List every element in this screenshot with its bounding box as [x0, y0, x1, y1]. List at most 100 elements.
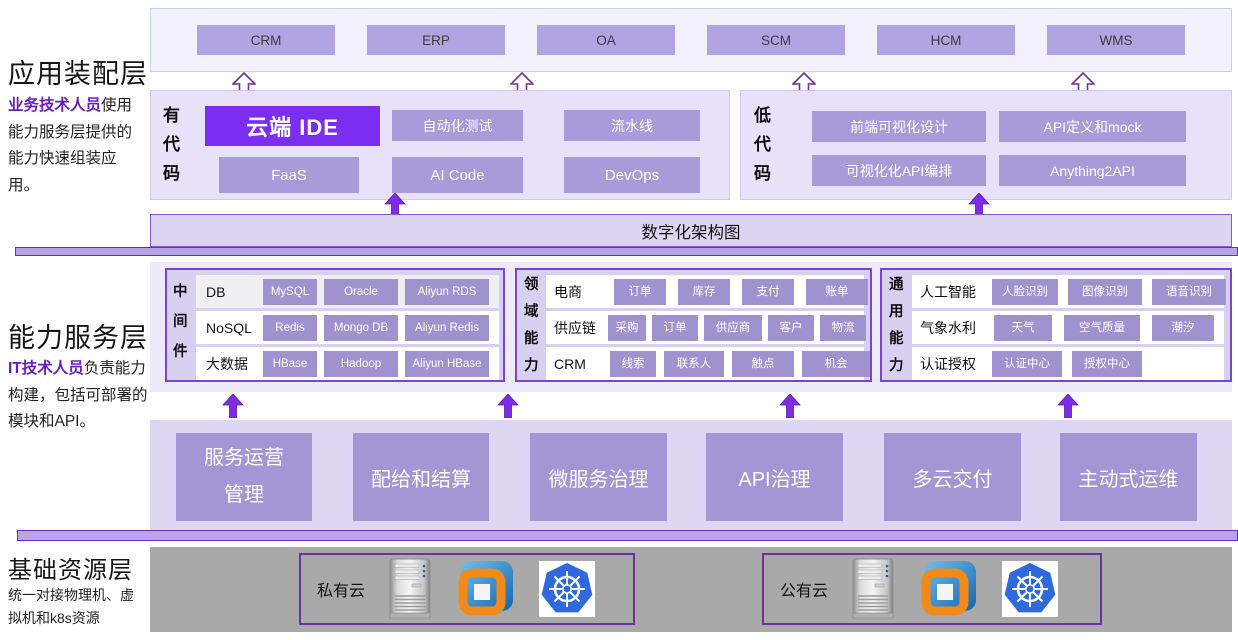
kubernetes-icon	[1002, 561, 1059, 617]
frontend-visual-design-block: 前端可视化设计	[812, 111, 986, 142]
row-label: DB	[206, 283, 226, 300]
resource-layer-title: 基础资源层	[8, 557, 133, 584]
service-ops-mgmt-block: 服务运营管理	[176, 433, 312, 521]
chip: 授权中心	[1072, 350, 1142, 377]
capability-layer-desc-rest: 负责能力构建，包括可部署的模块和API。	[8, 360, 148, 431]
layer-divider-bar	[15, 247, 1238, 256]
row-label: NoSQL	[206, 319, 252, 336]
digital-architecture-banner: 数字化架构图	[150, 214, 1232, 247]
chip: HBase	[263, 350, 317, 377]
chip: Redis	[263, 314, 317, 341]
solid-up-arrow-icon	[222, 394, 244, 418]
microservice-governance-block: 微服务治理	[530, 433, 667, 521]
service-band	[150, 420, 1232, 532]
chip: 账单	[806, 278, 868, 305]
chip: MySQL	[263, 278, 317, 305]
chip: 空气质量	[1064, 314, 1140, 341]
visual-api-orchestration-block: 可视化化API编排	[812, 155, 986, 186]
row-label: 供应链	[554, 319, 596, 336]
middleware-row-nosql: NoSQL Redis Mongo DB Aliyun Redis	[196, 311, 499, 344]
chip: Aliyun RDS	[405, 278, 489, 305]
chip: 订单	[614, 278, 666, 305]
chip: 潮汐	[1152, 314, 1214, 341]
app-block-erp: ERP	[367, 25, 505, 55]
server-icon	[852, 558, 894, 619]
multicloud-delivery-block: 多云交付	[884, 433, 1021, 521]
row-label: 电商	[554, 283, 582, 300]
kubernetes-icon	[539, 561, 596, 617]
general-capability-label: 通用能力	[889, 277, 904, 374]
app-block-oa: OA	[537, 25, 675, 55]
chip: Aliyun Redis	[405, 314, 489, 341]
ai-code-block: AI Code	[392, 157, 523, 193]
domain-row-crm: CRM 线索 联系人 触点 机会	[546, 347, 870, 380]
capability-layer-desc: IT技术人员负责能力构建，包括可部署的模块和API。	[8, 356, 148, 436]
app-block-scm: SCM	[707, 25, 845, 55]
devops-block: DevOps	[564, 157, 700, 193]
capability-layer-title: 能力服务层	[8, 323, 148, 353]
row-label: 认证授权	[920, 355, 976, 372]
chip: 物流	[820, 314, 866, 341]
chip: 人脸识别	[992, 278, 1058, 305]
private-cloud-box: 私有云	[299, 553, 635, 625]
domain-row-supplychain: 供应链 采购 订单 供应商 客户 物流	[546, 311, 866, 344]
general-row-auth: 认证授权 认证中心 授权中心	[912, 347, 1224, 380]
server-icon	[389, 558, 431, 619]
general-row-weather: 气象水利 天气 空气质量 潮汐	[912, 311, 1224, 344]
resource-layer-desc: 统一对接物理机、虚拟机和k8s资源	[8, 587, 134, 627]
low-code-label: 低代码	[754, 106, 771, 183]
solid-up-arrow-icon	[1057, 394, 1079, 418]
chip: 天气	[994, 314, 1052, 341]
chip: 客户	[768, 314, 814, 341]
chip: 联系人	[664, 350, 724, 377]
app-layer-desc-role: 业务技术人员	[8, 97, 102, 114]
app-layer-title: 应用装配层	[8, 59, 148, 89]
chip: Aliyun HBase	[405, 350, 489, 377]
solid-up-arrow-icon	[384, 193, 406, 217]
solid-up-arrow-icon	[779, 394, 801, 418]
public-cloud-label: 公有云	[780, 583, 829, 600]
chip: 供应商	[704, 314, 762, 341]
application-row: CRM ERP OA SCM HCM WMS	[150, 8, 1232, 72]
solid-up-arrow-icon	[497, 394, 519, 418]
app-block-wms: WMS	[1047, 25, 1185, 55]
chip: 触点	[732, 350, 794, 377]
row-label: 大数据	[206, 355, 248, 372]
middleware-row-bigdata: 大数据 HBase Hadoop Aliyun HBase	[196, 347, 499, 380]
app-layer-desc: 业务技术人员使用能力服务层提供的能力快速组装应用。	[8, 93, 146, 200]
row-label: CRM	[554, 355, 586, 372]
proactive-ops-block: 主动式运维	[1060, 433, 1197, 521]
auto-test-block: 自动化测试	[392, 110, 523, 141]
allocation-settlement-block: 配给和结算	[353, 433, 489, 521]
app-block-crm: CRM	[197, 25, 335, 55]
middleware-label: 中间件	[173, 284, 188, 360]
general-row-ai: 人工智能 人脸识别 图像识别 语音识别	[912, 275, 1226, 308]
chip: 语音识别	[1152, 278, 1226, 305]
anything2api-block: Anything2API	[999, 155, 1186, 186]
chip: 支付	[742, 278, 794, 305]
private-cloud-label: 私有云	[317, 583, 366, 600]
row-label: 气象水利	[920, 319, 976, 336]
chip: 机会	[802, 350, 870, 377]
vmware-icon	[458, 561, 514, 616]
public-cloud-box: 公有云	[762, 553, 1102, 625]
chip: 采购	[608, 314, 646, 341]
pipeline-block: 流水线	[564, 110, 700, 141]
chip: 订单	[652, 314, 698, 341]
faas-block: FaaS	[219, 157, 359, 193]
api-mock-block: API定义和mock	[999, 111, 1186, 142]
solid-up-arrow-icon	[968, 193, 990, 217]
chip: 认证中心	[992, 350, 1062, 377]
app-block-hcm: HCM	[877, 25, 1015, 55]
app-layer-desc-rest: 使用能力服务层提供的能力快速组装应用。	[8, 97, 133, 194]
chip: 图像识别	[1068, 278, 1142, 305]
chip: Mongo DB	[324, 314, 398, 341]
layer-divider-bar	[17, 530, 1238, 541]
vmware-icon	[921, 561, 977, 616]
middleware-row-db: DB MySQL Oracle Aliyun RDS	[196, 275, 499, 308]
domain-capability-label: 领域能力	[524, 277, 539, 374]
api-governance-block: API治理	[706, 433, 843, 521]
row-label: 人工智能	[920, 283, 976, 300]
domain-row-ecommerce: 电商 订单 库存 支付 账单	[546, 275, 868, 308]
